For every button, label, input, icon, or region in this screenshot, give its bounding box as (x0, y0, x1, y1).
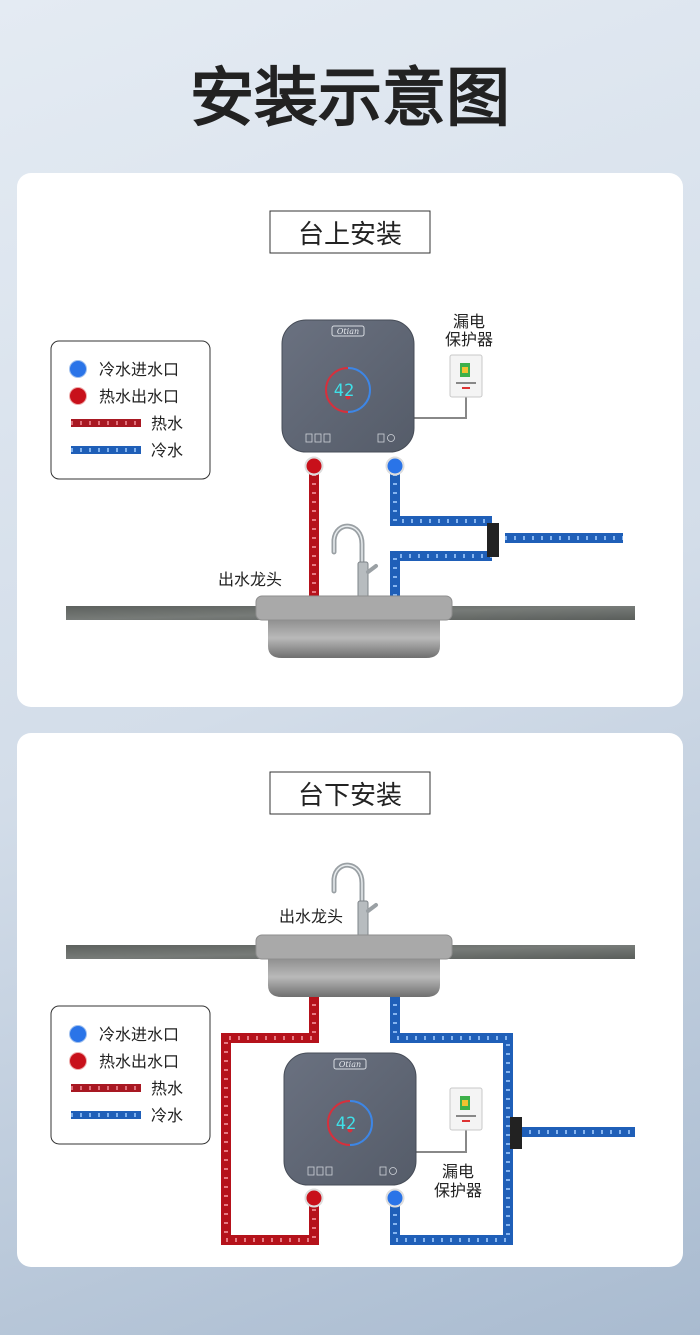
legend-hot-water: 热水 (151, 414, 183, 433)
legend-cold-inlet: 冷水进水口 (99, 1025, 179, 1044)
heading-box (269, 210, 431, 254)
section-heading: 台上安装 (298, 220, 402, 250)
power-cable (414, 397, 467, 419)
hot-outlet-connector (304, 1188, 324, 1208)
below-counter-card: 台下安装 出水龙头 冷水进水口 热水出水口 热水 冷水 漏电 保护器 42 (17, 733, 683, 1267)
faucet-label: 出水龙头 (218, 570, 282, 589)
above-counter-card: 台上安装 冷水进水口 热水出水口 热水 冷水 漏电 保护器 42 (17, 173, 683, 707)
protector-label-1: 漏电 (453, 312, 485, 331)
legend-cold-water: 冷水 (151, 441, 183, 460)
legend: 冷水进水口 热水出水口 热水 冷水 (49, 1004, 212, 1146)
legend-hot-outlet: 热水出水口 (99, 1052, 179, 1071)
sink (255, 595, 453, 659)
display-temperature: 42 (334, 381, 354, 401)
water-heater: 42 (283, 1052, 417, 1186)
protector-label-1: 漏电 (442, 1162, 474, 1181)
leakage-protector (449, 354, 483, 398)
sink (255, 934, 453, 998)
tee-valve (510, 1117, 522, 1149)
legend: 冷水进水口 热水出水口 热水 冷水 (49, 339, 212, 481)
legend-cold-water: 冷水 (151, 1106, 183, 1125)
legend-hot-water: 热水 (151, 1079, 183, 1098)
cold-inlet-connector (385, 456, 405, 476)
tee-valve (487, 523, 499, 557)
section-heading: 台下安装 (298, 781, 402, 811)
cold-pipe (390, 474, 623, 598)
hot-outlet-connector (304, 456, 324, 476)
legend-hot-outlet: 热水出水口 (99, 387, 179, 406)
leakage-protector (449, 1087, 483, 1131)
hot-pipe (221, 995, 319, 1245)
protector-label-2: 保护器 (434, 1181, 482, 1200)
faucet-label: 出水龙头 (279, 907, 343, 926)
power-cable (416, 1130, 467, 1153)
cold-inlet-connector (385, 1188, 405, 1208)
cold-pipe (390, 995, 635, 1245)
legend-cold-inlet: 冷水进水口 (99, 360, 179, 379)
protector-label-2: 保护器 (445, 330, 493, 349)
heading-box (269, 771, 431, 815)
display-temperature: 42 (336, 1114, 356, 1134)
page-title: 安装示意图 (190, 62, 510, 136)
water-heater: 42 (281, 319, 415, 453)
